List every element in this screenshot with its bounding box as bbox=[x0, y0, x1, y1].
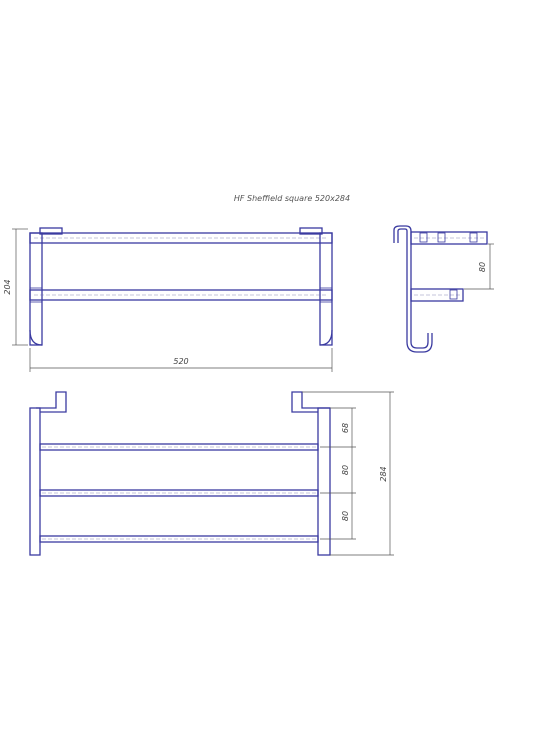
front-view: 204 520 bbox=[3, 227, 333, 372]
front-left-hook bbox=[29, 329, 43, 346]
front-height-dimension: 204 bbox=[3, 228, 28, 346]
top-depth-label: 284 bbox=[379, 466, 388, 481]
top-view: 68 80 80 284 bbox=[29, 391, 394, 556]
side-spacing-dimension: 80 bbox=[464, 243, 494, 290]
side-upper-shelf bbox=[410, 231, 488, 245]
top-bar-2 bbox=[39, 489, 319, 497]
top-left-side bbox=[29, 407, 41, 556]
top-left-hook bbox=[36, 391, 67, 413]
top-depth-dimension: 284 bbox=[302, 391, 394, 556]
top-spacing-dimensions: 68 80 80 bbox=[320, 407, 356, 540]
side-lower-shelf bbox=[410, 288, 464, 302]
top-spacing-label-2: 80 bbox=[341, 465, 350, 475]
side-view: 80 bbox=[393, 225, 494, 353]
side-lower-bar bbox=[449, 289, 458, 300]
front-right-hook bbox=[319, 329, 333, 346]
top-right-side bbox=[317, 407, 331, 556]
front-height-label: 204 bbox=[3, 279, 12, 294]
side-hook-profile bbox=[393, 225, 429, 349]
top-spacing-label-1: 68 bbox=[341, 423, 350, 433]
front-right-post bbox=[319, 232, 333, 346]
side-upper-bar-1 bbox=[419, 232, 428, 243]
top-bar-3 bbox=[39, 535, 319, 543]
top-spacing-label-3: 80 bbox=[341, 511, 350, 521]
top-right-hook bbox=[291, 391, 330, 413]
side-spacing-label: 80 bbox=[478, 262, 487, 272]
drawing-title: HF Sheffield square 520x284 bbox=[234, 194, 350, 203]
front-left-bracket bbox=[39, 227, 63, 235]
side-upper-bar-2 bbox=[437, 232, 446, 243]
front-width-dimension: 520 bbox=[29, 348, 333, 372]
front-width-label: 520 bbox=[173, 357, 188, 366]
side-upper-bar-3 bbox=[469, 232, 478, 243]
top-bar-1 bbox=[39, 443, 319, 451]
front-left-post bbox=[29, 232, 43, 346]
front-right-bracket bbox=[299, 227, 323, 235]
